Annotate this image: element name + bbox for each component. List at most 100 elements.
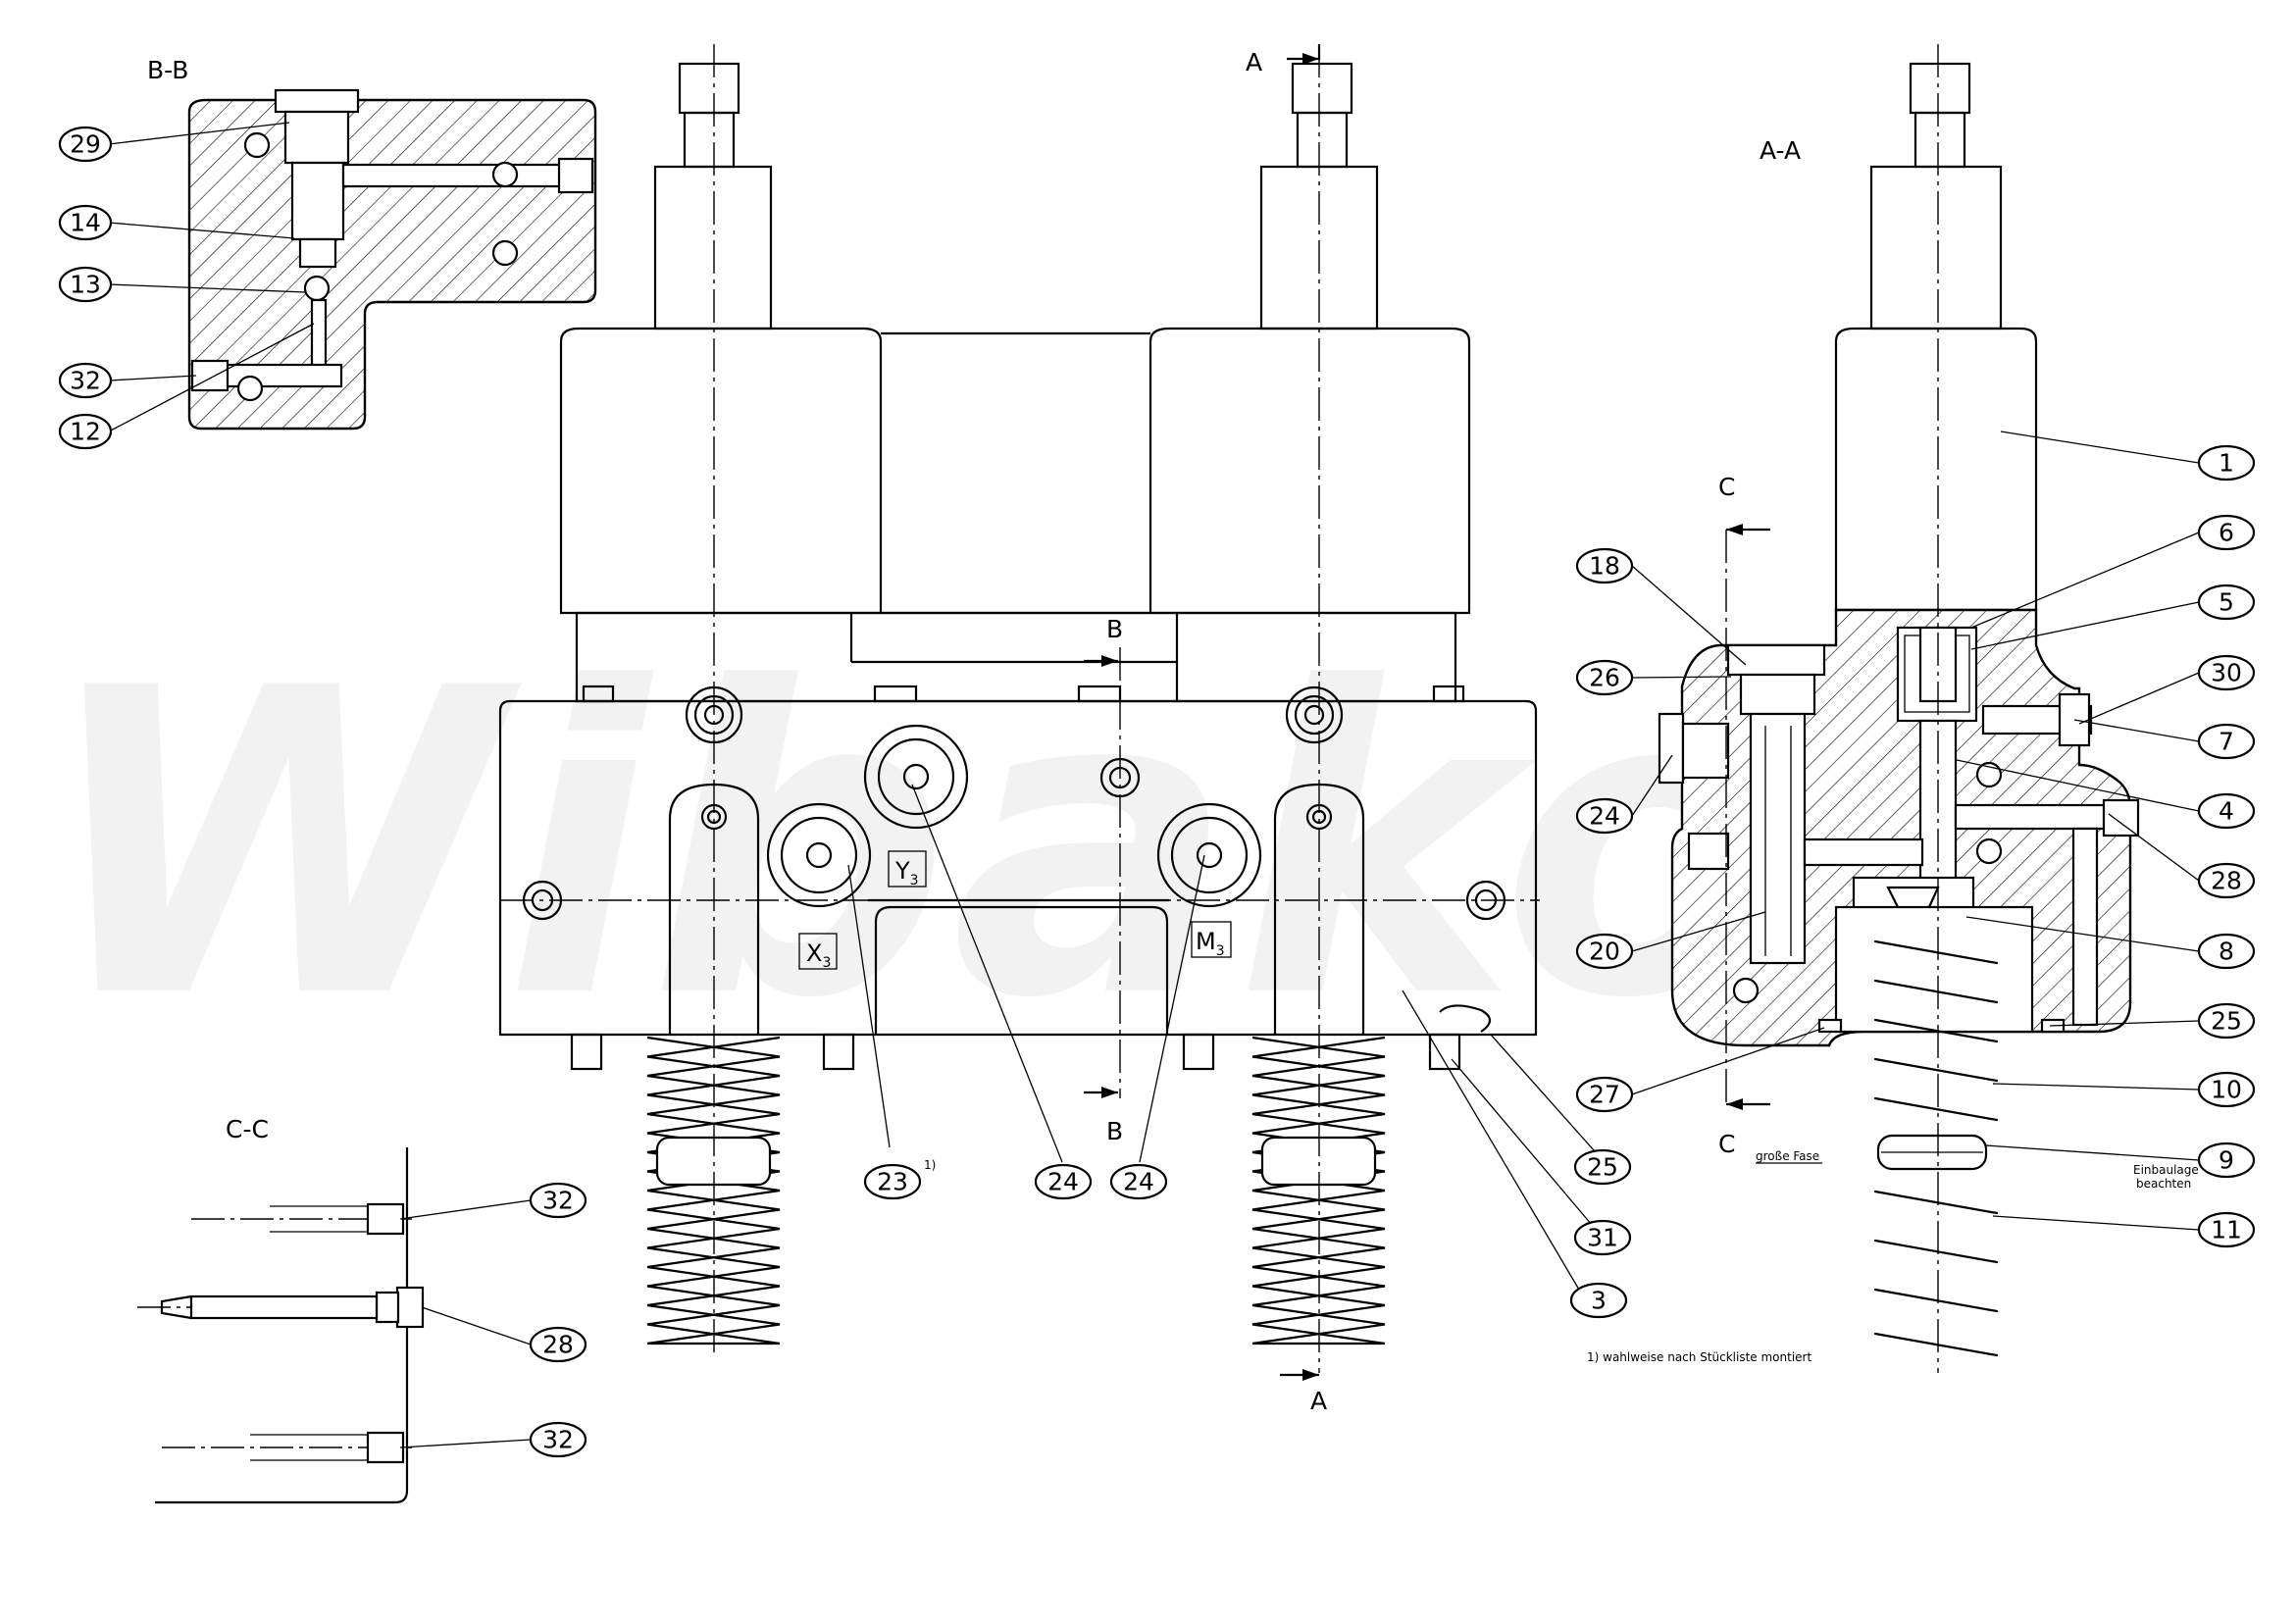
balloon-aa-5: 5 (2197, 584, 2256, 621)
svg-text:32: 32 (542, 1426, 574, 1454)
balloon-aa-20: 20 (1575, 933, 1634, 970)
front-springs (646, 1036, 1386, 1345)
port-m-box (1191, 921, 1232, 958)
balloon-aa-4: 4 (2197, 792, 2256, 830)
section-bb-title: B-B (147, 56, 188, 84)
balloon-front-3: 3 (1569, 1282, 1628, 1319)
svg-text:26: 26 (1589, 664, 1620, 692)
section-cc-view: C-C (137, 1115, 425, 1504)
spring-coil (1873, 1190, 1999, 1215)
svg-text:8: 8 (2219, 938, 2234, 966)
spring-coil (646, 1036, 781, 1345)
section-aa-view: A-A (1658, 44, 2140, 1373)
plug-31 (1439, 1004, 1492, 1033)
leader-lines (108, 122, 2200, 1448)
svg-text:10: 10 (2211, 1076, 2242, 1104)
svg-text:28: 28 (542, 1331, 574, 1359)
balloon-aa-24: 24 (1575, 797, 1634, 835)
spring-coil (1873, 939, 1999, 965)
balloon-front-23: 23 (863, 1163, 922, 1200)
svg-text:1: 1 (2219, 449, 2234, 478)
svg-text:27: 27 (1589, 1081, 1620, 1109)
front-ports (766, 724, 1262, 908)
balloon-front-25: 25 (1573, 1148, 1632, 1186)
aa-springs (1873, 939, 1999, 1357)
balloon-front-24b: 24 (1109, 1163, 1168, 1200)
balloon-bb-12: 12 (58, 413, 113, 450)
svg-text:23: 23 (877, 1168, 908, 1196)
svg-text:30: 30 (2211, 659, 2242, 687)
svg-text:32: 32 (70, 367, 101, 395)
bb-pin-hole (243, 131, 271, 159)
bb-bore (290, 161, 345, 241)
section-a-top: A (1246, 48, 1262, 76)
watermark: Wibako (39, 600, 1791, 1091)
svg-text:25: 25 (2211, 1007, 2242, 1036)
port-y-box (888, 850, 927, 888)
balloon-bb-14: 14 (58, 204, 113, 241)
balloon-aa-30: 30 (2197, 654, 2256, 691)
footnote: 1) wahlweise nach Stückliste montiert (1587, 1350, 1811, 1364)
bb-seat (298, 237, 337, 269)
svg-text:29: 29 (70, 130, 101, 159)
balloon-aa-8: 8 (2197, 933, 2256, 970)
section-bb-view: B-B (147, 56, 597, 431)
balloon-aa-28: 28 (2197, 862, 2256, 899)
spring-coil (1873, 1239, 1999, 1264)
section-c-bottom: C (1718, 1130, 1735, 1158)
note-chamfer: große Fase (1756, 1149, 1819, 1163)
bb-pin-hole (491, 239, 519, 267)
bb-ball (303, 275, 331, 302)
port-y-label: Y3 (894, 857, 919, 888)
bb-pin-hole (236, 375, 264, 402)
bb-plug-head (274, 88, 360, 114)
svg-text:24: 24 (1123, 1168, 1154, 1196)
bb-hbore (341, 163, 566, 188)
balloon-front-24a: 24 (1034, 1163, 1093, 1200)
svg-text:24: 24 (1589, 802, 1620, 831)
front-view: X3 Y3 M3 A A B B (498, 44, 1540, 1415)
spring-coil (646, 1036, 781, 1345)
svg-text:4: 4 (2219, 797, 2234, 826)
svg-text:24: 24 (1047, 1168, 1079, 1196)
svg-text:14: 14 (70, 209, 101, 237)
balloon-bb-32: 32 (58, 362, 113, 399)
balloon-aa-27: 27 (1575, 1076, 1634, 1113)
bb-plug (283, 110, 350, 165)
svg-text:20: 20 (1589, 938, 1620, 966)
section-b-bottom: B (1106, 1117, 1123, 1145)
spring-coil (1873, 1332, 1999, 1357)
section-c-top: C (1718, 473, 1735, 501)
svg-text:12: 12 (70, 418, 101, 446)
svg-text:25: 25 (1587, 1153, 1618, 1182)
svg-text:5: 5 (2219, 588, 2234, 617)
note-install-1: Einbaulage (2133, 1163, 2199, 1177)
spring-coil (1251, 1036, 1386, 1345)
spring-coil (1873, 1288, 1999, 1313)
balloon-bb-29: 29 (58, 126, 113, 163)
section-cc-title: C-C (226, 1115, 269, 1143)
bb-lower-bore (212, 363, 343, 388)
balloon-aa-6: 6 (2197, 514, 2256, 551)
balloon-aa-18: 18 (1575, 547, 1634, 584)
svg-text:9: 9 (2219, 1146, 2234, 1175)
balloon-aa-11: 11 (2197, 1211, 2256, 1248)
port-m-label: M3 (1196, 928, 1225, 959)
svg-text:18: 18 (1589, 552, 1620, 581)
bb-lower-plug (190, 359, 230, 392)
balloons: 29 14 13 32 12 32 28 32 23 24 24 25 3 1 3… (58, 126, 2256, 1458)
note-install-2: beachten (2136, 1177, 2191, 1191)
bb-pin-hole (491, 161, 519, 188)
svg-text:7: 7 (2219, 728, 2234, 756)
svg-text:32: 32 (542, 1187, 574, 1215)
port-x-box (798, 933, 838, 970)
section-aa-title: A-A (1760, 136, 1801, 165)
balloon-aa-1: 1 (2197, 444, 2256, 482)
section-a-bottom: A (1310, 1387, 1327, 1415)
svg-text:13: 13 (70, 271, 101, 299)
spring-coil (1873, 979, 1999, 1004)
spring-coil (1873, 1018, 1999, 1043)
balloon-aa-9: 9 (2197, 1142, 2256, 1179)
spring-coil (1251, 1036, 1386, 1345)
